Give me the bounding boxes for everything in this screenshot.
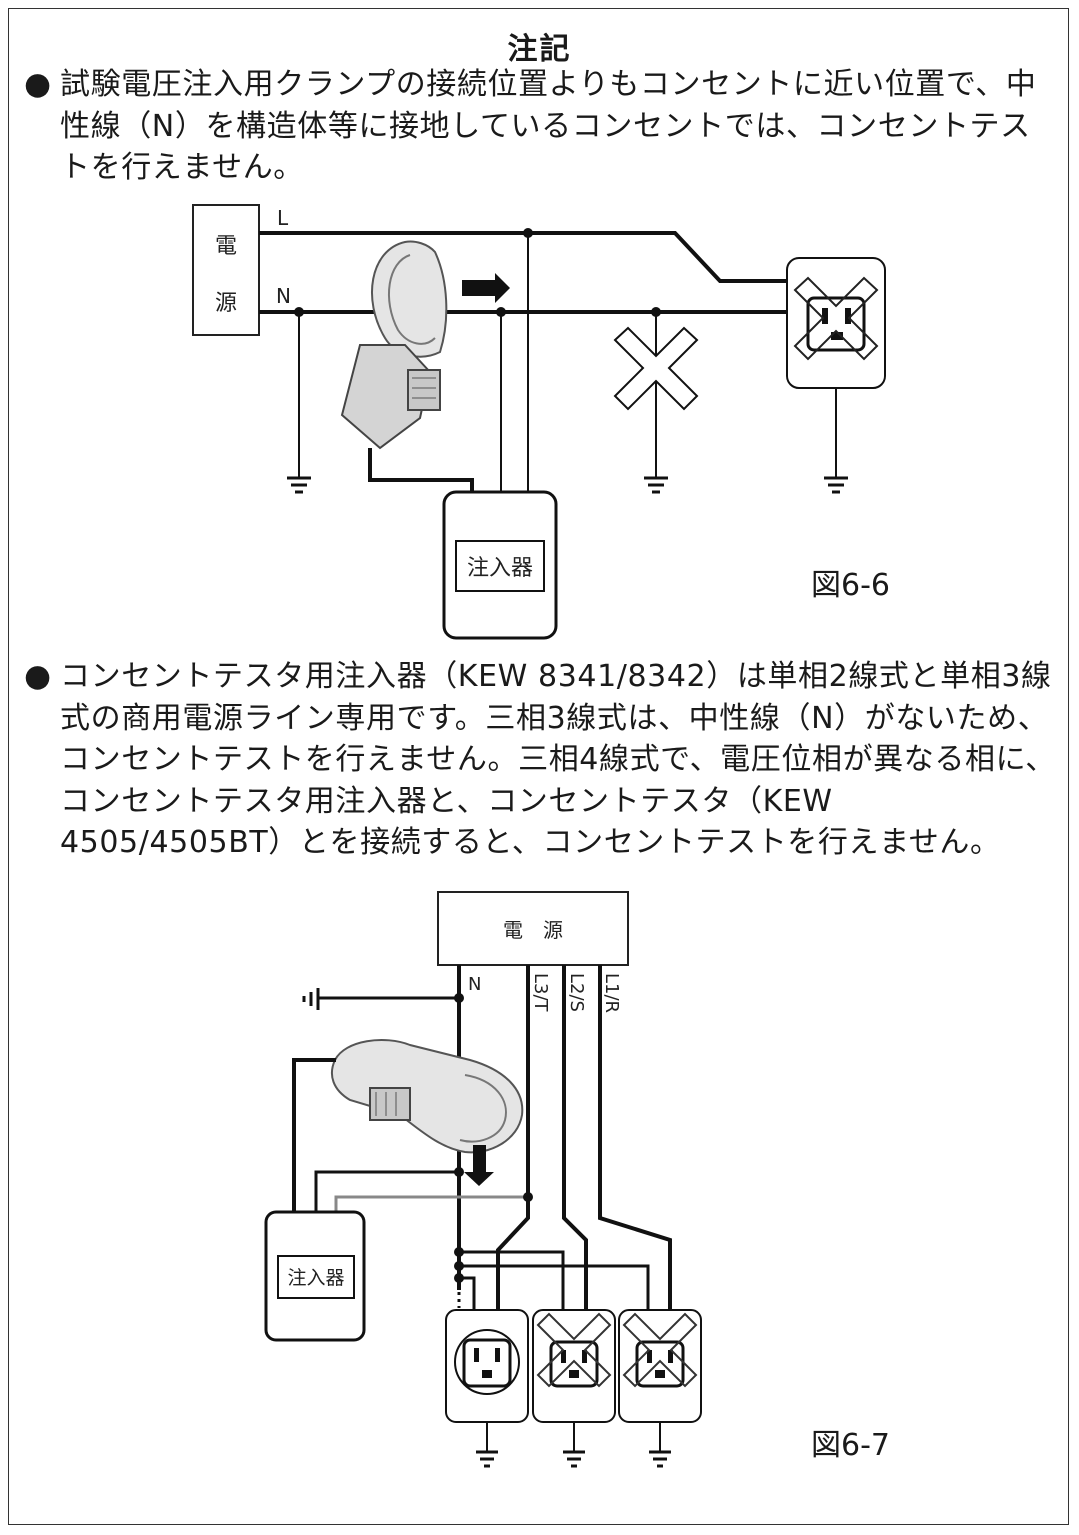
figure-6-7-label: 図6-7: [811, 1428, 890, 1463]
l3-wire: [496, 965, 530, 1310]
injector-neutral-wire: [314, 1170, 459, 1212]
current-arrow-icon: [462, 273, 510, 303]
page-frame: [8, 8, 1069, 1525]
clamp-sensor-icon: [331, 1039, 524, 1154]
line-l2-label: L2/S: [566, 973, 587, 1012]
power-source-char-2: 源: [215, 291, 237, 316]
power-source-label: 電 源: [503, 918, 563, 942]
outlet-face: [454, 1329, 520, 1395]
outlet-icon: [635, 1340, 685, 1388]
ground-icon: [649, 1450, 671, 1468]
power-source-char-1: 電: [215, 234, 237, 259]
line-l3-label: L3/T: [530, 973, 551, 1013]
note-1-text: 試験電圧注入用クランプの接続位置よりもコンセントに近い位置で、中性線（N）を構造…: [60, 67, 1037, 185]
note-2-text: コンセントテスタ用注入器（KEW 8341/8342）は単相2線式と単相3線式の…: [60, 659, 1056, 860]
clamp-lead: [368, 448, 474, 492]
line-l1-label: L1/R: [601, 973, 622, 1013]
prohibited-x-icon: [622, 1312, 698, 1388]
neutral-branch: [459, 1250, 565, 1310]
prohibited-x-icon: [536, 1312, 612, 1388]
prohibited-x-icon: [793, 276, 879, 361]
ground-icon: [563, 1450, 585, 1468]
injector-label: 注入器: [467, 556, 533, 581]
figure-6-6-label: 図6-6: [811, 568, 890, 603]
outlet-box: [618, 1309, 702, 1423]
outlet-icon: [462, 1338, 512, 1388]
junction: [523, 1192, 533, 1202]
bullet-icon: ●: [24, 658, 52, 694]
note-1: ● 試験電圧注入用クランプの接続位置よりもコンセントに近い位置で、中性線（N）を…: [24, 64, 1056, 189]
clamp-sensor-icon: [340, 240, 448, 450]
power-source-box: [437, 891, 629, 966]
clamp-lead: [292, 1058, 336, 1212]
junction: [454, 1167, 464, 1177]
line-n-label: N: [276, 284, 291, 308]
outlet-box: [532, 1309, 616, 1423]
ground-icon: [302, 988, 320, 1010]
page-title: 注記: [507, 32, 572, 67]
l1-wire: [598, 965, 672, 1310]
line-n-label: N: [468, 974, 481, 995]
injector-label: 注入器: [287, 1267, 344, 1289]
line-l-label: L: [277, 206, 289, 230]
ground-icon: [644, 476, 668, 494]
ground-icon: [824, 476, 848, 494]
note-2: ● コンセントテスタ用注入器（KEW 8341/8342）は単相2線式と単相3線…: [24, 656, 1056, 864]
junction: [454, 993, 464, 1003]
outlet-icon: [549, 1340, 599, 1388]
live-wire: [259, 231, 787, 283]
bullet-icon: ●: [24, 66, 52, 102]
injector-label-box: [455, 540, 545, 592]
l2-wire: [562, 965, 588, 1310]
current-arrow-icon: [464, 1145, 494, 1186]
prohibited-x-icon: [613, 326, 699, 411]
ground-icon: [287, 476, 311, 494]
power-source-box: [192, 204, 260, 336]
injector-live-wire: [334, 1195, 528, 1212]
injector-label-box: [277, 1255, 355, 1299]
neutral-branch: [459, 1276, 476, 1310]
outlet-box: [445, 1309, 529, 1423]
ground-icon: [476, 1450, 498, 1468]
neutral-branch: [459, 1264, 650, 1310]
